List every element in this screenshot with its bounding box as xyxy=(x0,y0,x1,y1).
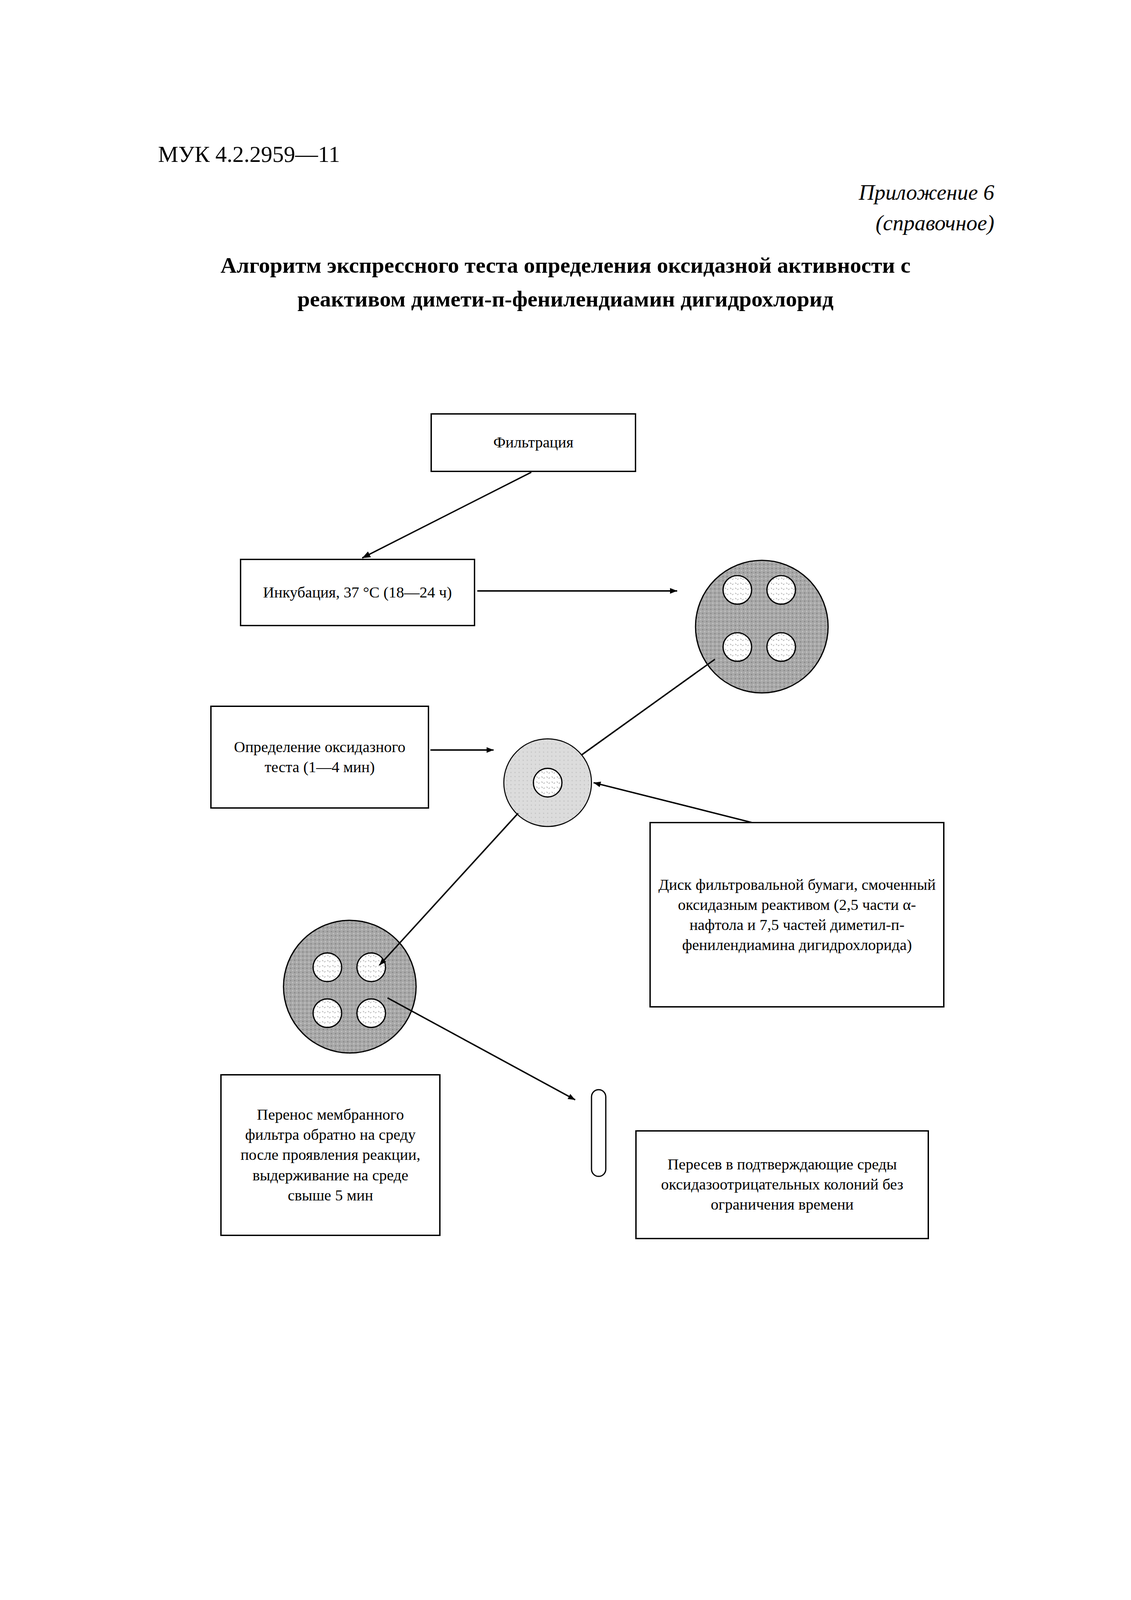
petri-dish xyxy=(283,920,417,1054)
box-text: Перенос мембранного фильтра обратно на с… xyxy=(228,1104,432,1206)
petri-dish xyxy=(695,560,829,693)
box-text: Фильтрация xyxy=(493,432,574,453)
appendix-note: (справочное) xyxy=(875,210,995,236)
test-dish xyxy=(503,738,592,827)
diagram-title: Алгоритм экспрессного теста определения … xyxy=(173,248,958,316)
box-text: Диск фильтровальной бумаги, смоченный ок… xyxy=(658,874,936,956)
process-box: Пересев в подтверждающие среды оксидазоо… xyxy=(635,1130,929,1240)
test-tube xyxy=(591,1089,606,1177)
box-text: Определение оксидазного теста (1—4 мин) xyxy=(218,736,421,778)
process-box: Диск фильтровальной бумаги, смоченный ок… xyxy=(649,821,945,1008)
leader-arrow xyxy=(477,590,678,592)
appendix-note: Приложение 6 xyxy=(858,179,995,205)
leader-arrow xyxy=(430,749,494,751)
document-code: МУК 4.2.2959—11 xyxy=(158,140,341,168)
leader-arrow xyxy=(593,782,752,823)
box-text: Инкубация, 37 °С (18—24 ч) xyxy=(263,582,452,603)
process-box: Фильтрация xyxy=(430,413,637,473)
leader-arrow xyxy=(379,813,519,965)
process-box: Перенос мембранного фильтра обратно на с… xyxy=(220,1073,441,1237)
process-box: Инкубация, 37 °С (18—24 ч) xyxy=(239,558,476,627)
flow-arrow xyxy=(362,472,532,558)
leader-line xyxy=(581,658,716,755)
process-box: Определение оксидазного теста (1—4 мин) xyxy=(210,705,430,809)
box-text: Пересев в подтверждающие среды оксидазоо… xyxy=(643,1154,921,1215)
